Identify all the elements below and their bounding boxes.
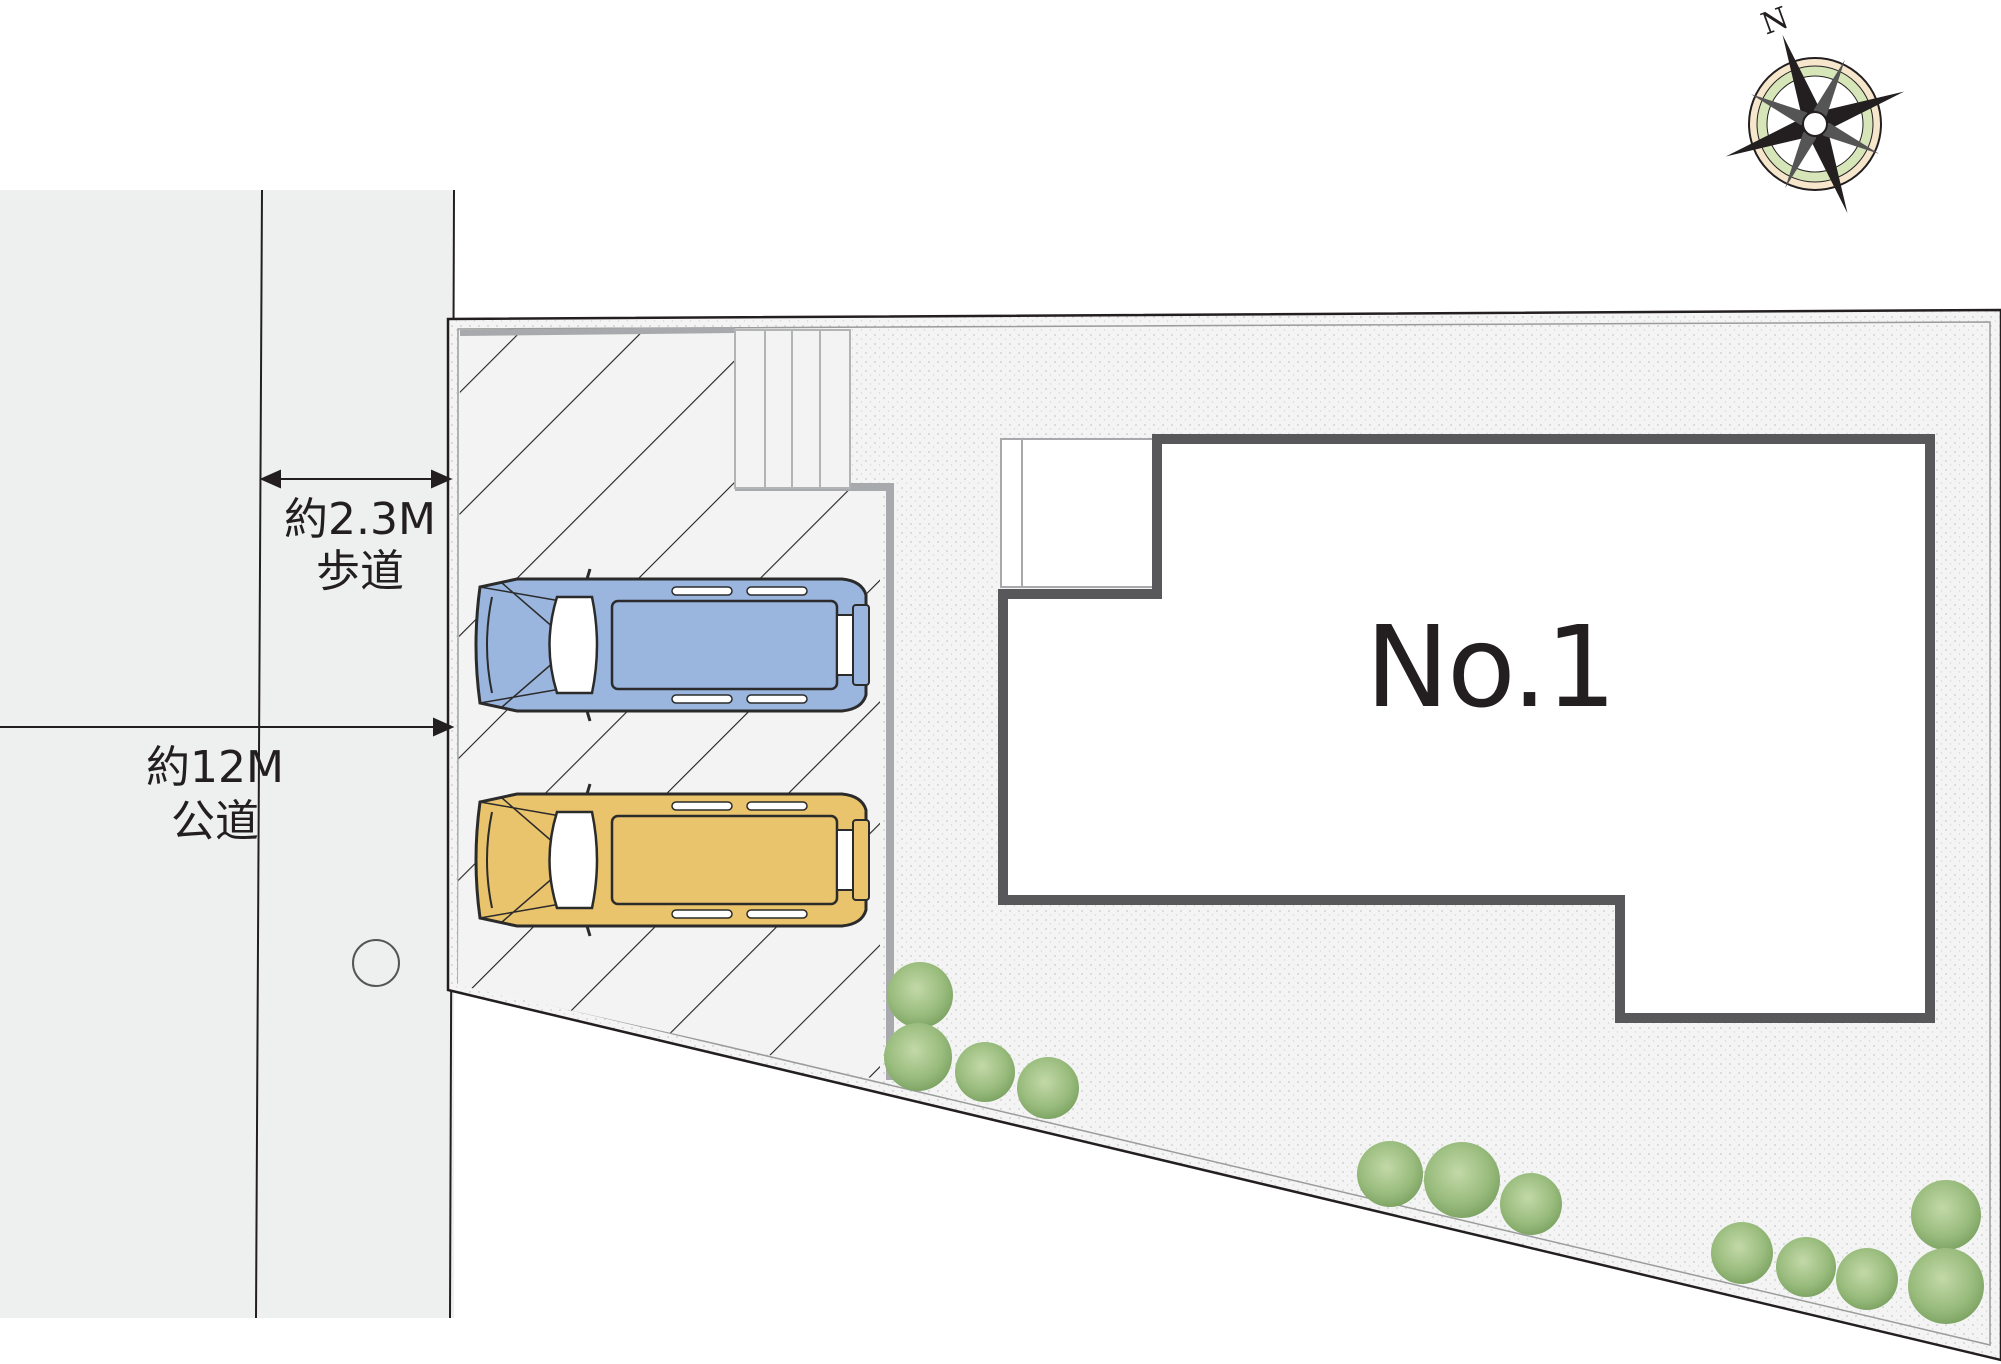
building-footprint [998,434,1935,1023]
car-body [474,782,871,938]
sidewalk-name-label: 歩道 [316,546,404,597]
porch [1000,438,1157,588]
car-body [474,567,871,723]
sidewalk-curb-line [255,189,263,1319]
compass-rose-icon [1725,34,1905,214]
manhole-icon [352,939,400,987]
parked-car-yellow [474,782,871,938]
sidewalk-width-arrow [259,469,453,489]
public-road-name-label: 公道 [171,796,259,847]
public-road-area [0,190,454,1318]
sidewalk-width-label: 約2.3M [284,494,436,545]
public-road-width-label: 約12M [146,742,284,793]
parked-car-blue [474,567,871,723]
road-width-arrow [0,717,455,737]
lot-number-label: No.1 [1365,603,1616,733]
garden-trees [884,962,1984,1324]
parking-top-wall [459,327,736,336]
lot-inner-border [457,321,1991,1346]
